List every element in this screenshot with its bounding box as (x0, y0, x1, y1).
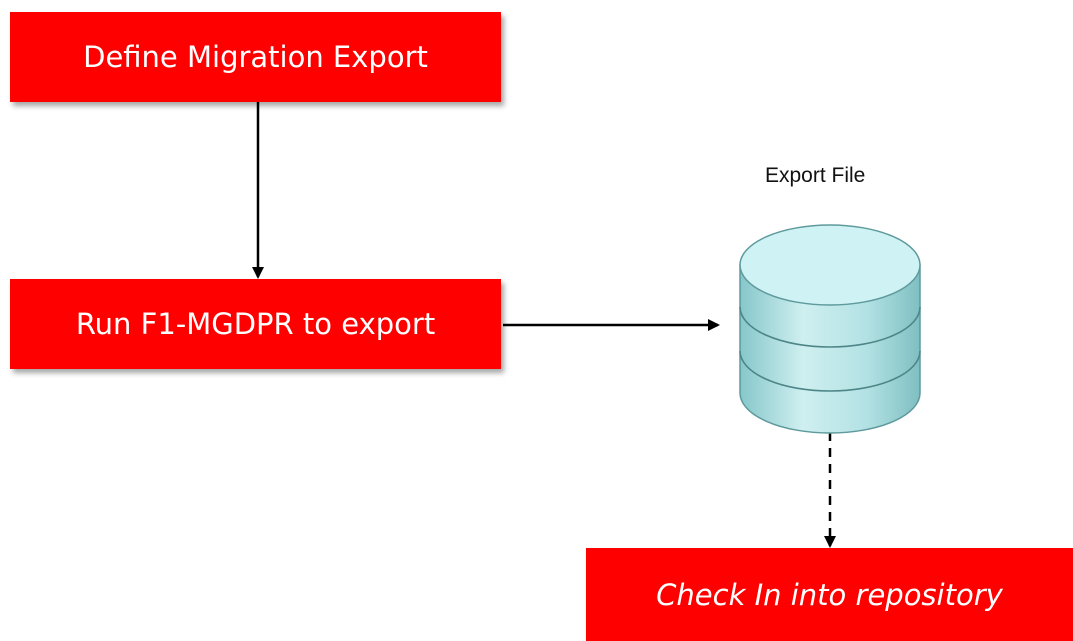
check-in-repository-label: Check In into repository (656, 577, 1003, 612)
define-migration-export-box: Define Migration Export (10, 12, 501, 102)
run-f1-mgdpr-label: Run F1-MGDPR to export (75, 307, 436, 341)
run-f1-mgdpr-box: Run F1-MGDPR to export (10, 279, 501, 369)
export-file-label: Export File (765, 164, 866, 187)
check-in-repository-box: Check In into repository (586, 548, 1073, 641)
database-cylinder-icon (739, 224, 921, 434)
define-migration-export-label: Define Migration Export (83, 40, 428, 74)
